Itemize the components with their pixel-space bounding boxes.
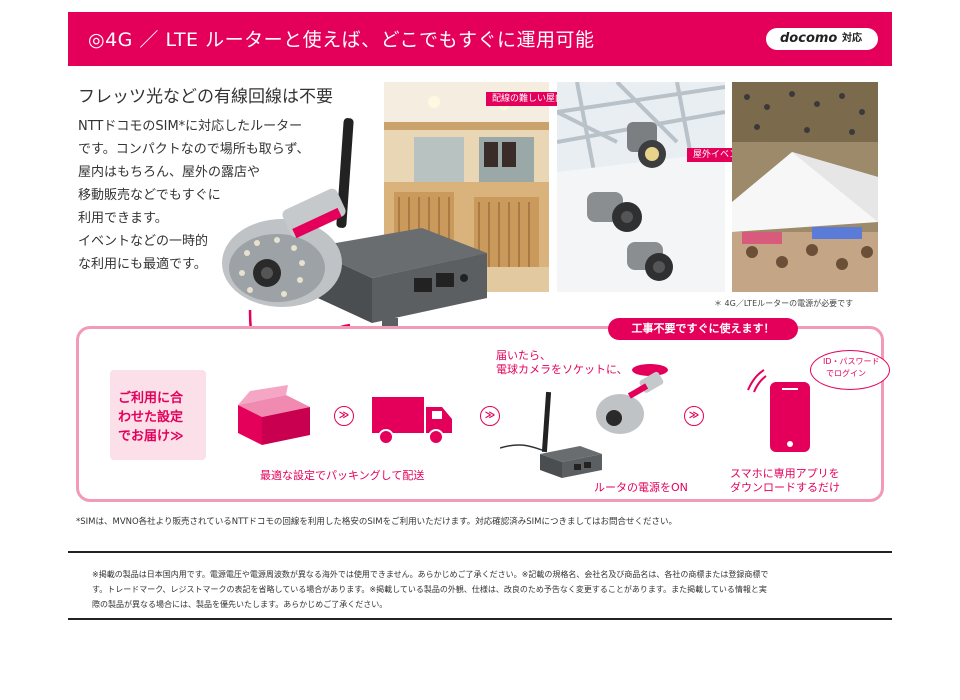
packing-caption: 最適な設定でパッキングして配送: [260, 469, 425, 482]
delivery-text: わせた設定: [118, 410, 184, 425]
description-line: です。コンパクトなので場所も取らず、: [78, 142, 310, 157]
install-text: 電球カメラをソケットに、: [496, 363, 628, 376]
package-icon: [236, 385, 312, 447]
chevron-icon: ≫: [334, 406, 354, 426]
truss-photo: [557, 82, 725, 292]
chevron-icon: ≫: [684, 406, 704, 426]
disclaimer-line: ※掲載の製品は日本国内用です。電源電圧や電源周波数が異なる海外では使用できません…: [92, 570, 769, 579]
page-title: ◎4G ／ LTE ルーターと使えば、どこでもすぐに運用可能: [88, 29, 595, 51]
power-note: ＊ 4G／LTEルーターの電源が必要です: [714, 299, 854, 308]
divider: [68, 551, 892, 553]
delivery-text: でお届け≫: [118, 429, 184, 444]
description-line: な利用にも最適です。: [78, 257, 207, 272]
outdoor-photo: [732, 82, 878, 292]
description-line: 屋内はもちろん、屋外の露店や: [78, 165, 261, 180]
docomo-badge: [766, 28, 878, 50]
docomo-suffix: 対応: [842, 33, 862, 44]
login-text: ID・パスワード: [823, 357, 880, 366]
description-line: イベントなどの一時的: [78, 234, 209, 249]
description-line: 利用できます。: [78, 211, 168, 226]
login-bubble: [810, 350, 890, 390]
description-line: 移動販売などでもすぐに: [78, 188, 221, 203]
chevron-icon: ≫: [480, 406, 500, 426]
delivery-text: ご利用に合: [118, 391, 184, 406]
login-text: でログイン: [826, 369, 866, 378]
truck-icon: [372, 395, 452, 447]
router-setup-illustration: [499, 362, 670, 482]
description-line: NTTドコモのSIM*に対応したルーター: [78, 119, 303, 134]
disclaimer-line: す。トレードマーク、レジストマークの表記を省略している場合があります。※掲載して…: [92, 585, 767, 594]
delivery-box: [110, 370, 206, 460]
divider: [68, 618, 892, 620]
subheading: フレッツ光などの有線回線は不要: [78, 87, 333, 107]
smartphone-icon: [740, 366, 814, 456]
power-on-caption: ルータの電源をON: [594, 481, 688, 494]
app-caption: ダウンロードするだけ: [730, 481, 840, 494]
disclaimer-line: 際の製品が異なる場合には、製品を優先いたします。あらかじめご了承ください。: [92, 600, 388, 609]
no-construction-banner: 工事不要ですぐに使えます！: [608, 318, 798, 340]
docomo-logo: docomo: [780, 31, 838, 46]
sim-note: *SIMは、MVNO各社より販売されているNTTドコモの回線を利用した格安のSI…: [76, 517, 678, 527]
camera-router-illustration: [222, 118, 492, 338]
header-banner: [68, 12, 892, 66]
install-text: 届いたら、: [496, 349, 551, 362]
app-caption: スマホに専用アプリを: [730, 467, 840, 480]
